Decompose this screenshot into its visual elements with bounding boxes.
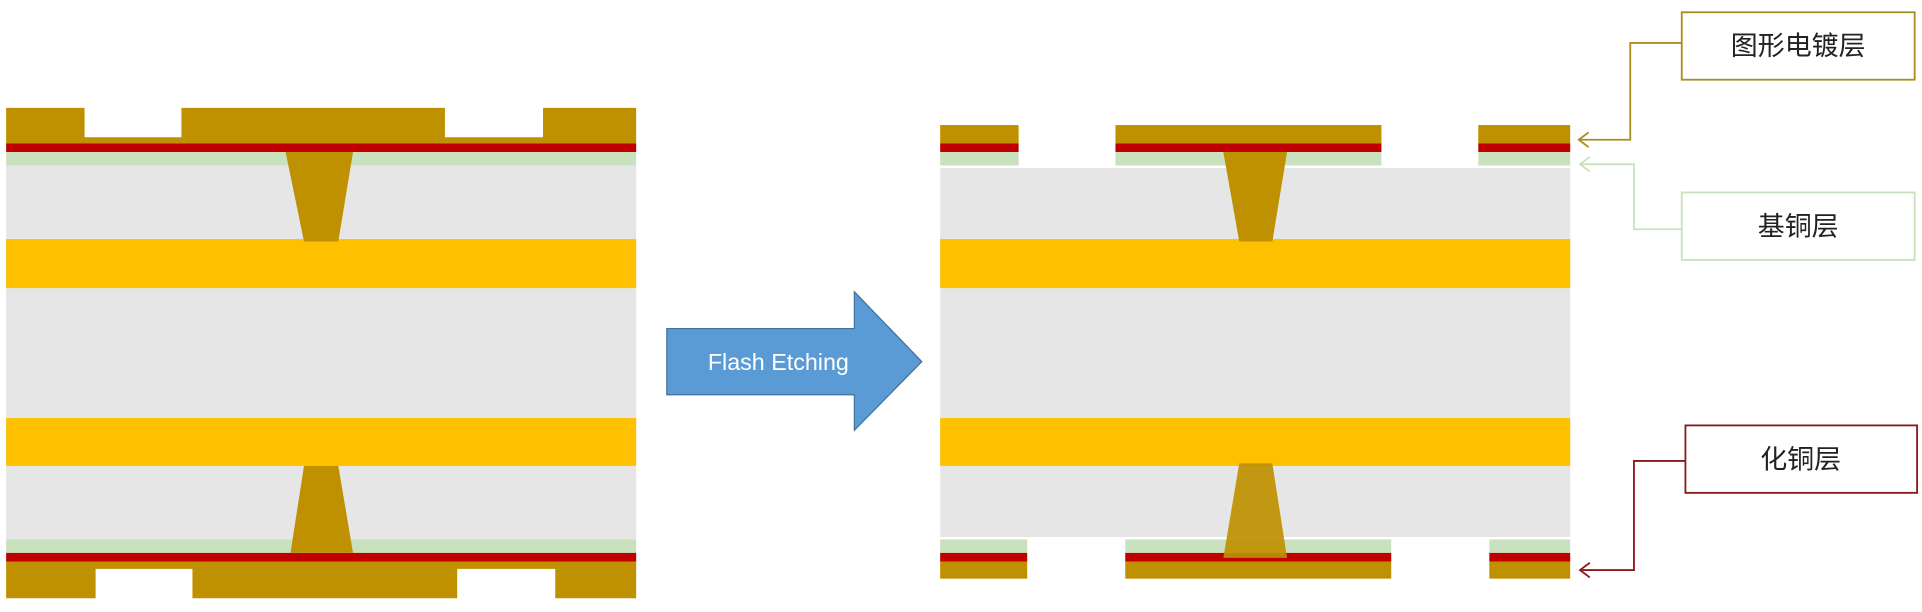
label-base-copper: 基铜层 [1758,211,1839,242]
arrow-head-icon [1578,156,1591,173]
inner-copper-layer-bottom [6,418,637,466]
inner-copper-layer-top [940,239,1571,289]
via-top [1223,152,1288,242]
flash-etching-arrow: Flash Etching [666,290,923,432]
inner-copper-layer-bottom [940,418,1571,466]
board-before-etching [6,107,637,599]
pattern-plating-bottom [6,561,637,599]
callout-base-copper: 基铜层 [1578,156,1916,261]
via-bottom [1223,463,1288,558]
flash-etching-label: Flash Etching [708,349,849,375]
inner-copper-layer-top [6,239,637,289]
pattern-plating-top [6,107,637,144]
label-pattern-plating: 图形电镀层 [1731,31,1866,62]
callout-electroless-copper: 化铜层 [1578,424,1919,579]
label-electroless-copper: 化铜层 [1760,444,1841,475]
board-after-etching [940,125,1571,579]
callout-pattern-plating: 图形电镀层 [1577,11,1916,148]
top-pads [940,125,1571,166]
electroless-copper-top [6,143,637,153]
via-top [285,152,354,242]
via-bottom [290,465,354,553]
arrow-head-icon [1577,131,1590,148]
electroless-copper-bottom [6,552,637,562]
arrow-head-icon [1578,561,1591,579]
